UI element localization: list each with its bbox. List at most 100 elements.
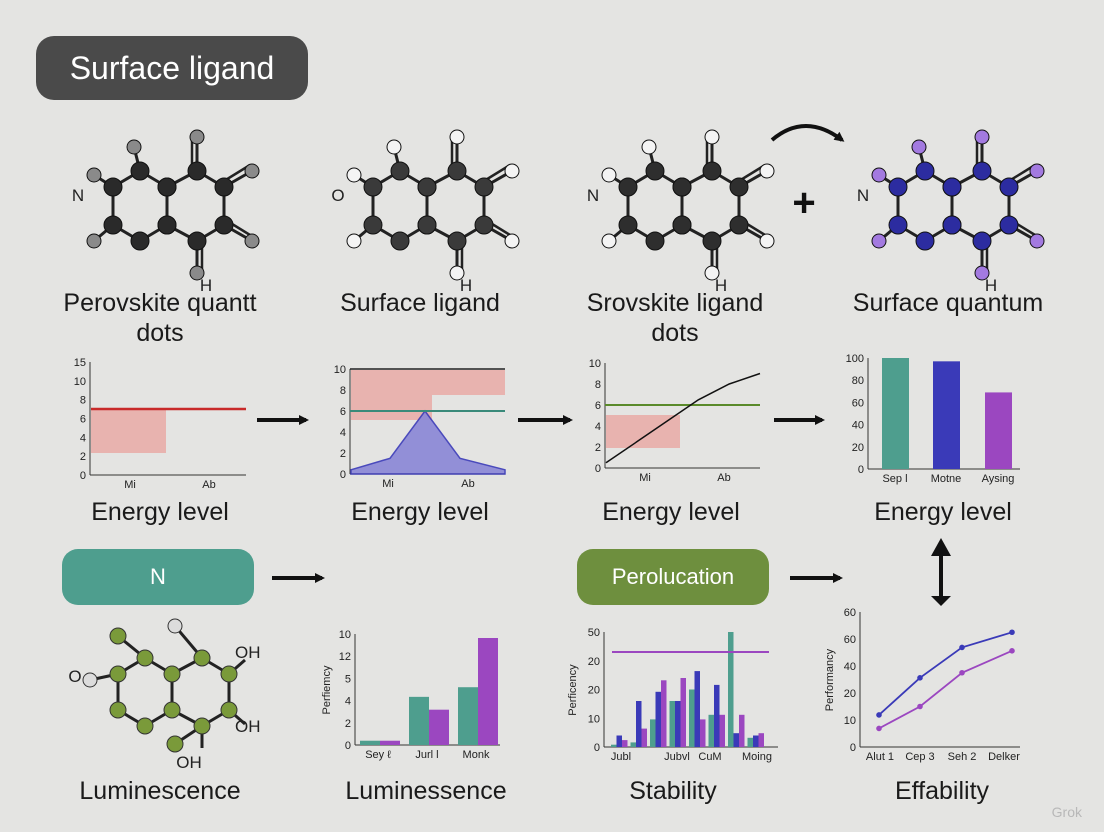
atom [447, 231, 467, 251]
y-tick-label: 6 [80, 414, 86, 426]
oh-label: OH [235, 717, 261, 736]
y-tick-label: 8 [595, 379, 601, 391]
y-tick-label: 10 [588, 713, 600, 725]
molecule: NH [587, 129, 775, 295]
bar [719, 714, 725, 747]
energy-caption-2: Energy level [351, 498, 489, 526]
bar [708, 714, 714, 747]
atom [1029, 233, 1045, 249]
series-curve [605, 372, 761, 464]
series-line [878, 649, 1013, 730]
data-point [1009, 648, 1015, 654]
atom [915, 231, 935, 251]
atom [157, 177, 177, 197]
atom [871, 167, 887, 183]
molecule-caption-1: Perovskite quantt dots [40, 288, 280, 348]
atom [187, 161, 207, 181]
atom [214, 177, 234, 197]
molecule-caption-3: Srovskite ligand dots [555, 288, 795, 348]
atom [363, 177, 383, 197]
atom [189, 129, 205, 145]
atom [386, 139, 402, 155]
curved-arrow-icon [770, 124, 845, 142]
bar [429, 709, 449, 745]
data-point [959, 644, 965, 651]
atom-bottom-label: H [200, 276, 212, 295]
y-tick-label: 2 [340, 448, 346, 460]
bar [728, 632, 734, 747]
atom [214, 215, 234, 235]
atom [447, 161, 467, 181]
x-tick-label: Sey ℓ [365, 749, 391, 761]
atom [390, 231, 410, 251]
data-point [917, 675, 923, 681]
atom [504, 163, 520, 179]
atom [645, 231, 665, 251]
atom [390, 161, 410, 181]
atom [618, 177, 638, 197]
atom [672, 215, 692, 235]
y-tick-label: 2 [595, 442, 601, 454]
atom [86, 233, 102, 249]
plus-sign: + [792, 181, 815, 225]
y-tick-label: 40 [844, 661, 856, 673]
atom [759, 163, 775, 179]
atom [474, 177, 494, 197]
y-tick-label: 5 [345, 673, 351, 685]
atom [109, 665, 127, 683]
atom-side-label: O [331, 186, 344, 205]
x-tick-label: Delker [988, 751, 1020, 763]
atom-bottom-label: H [985, 276, 997, 295]
atom [972, 161, 992, 181]
y-tick-label: 20 [588, 685, 600, 697]
oh-label: OH [235, 643, 261, 662]
energy-caption-4: Energy level [874, 498, 1012, 526]
y-tick-label: 8 [340, 385, 346, 397]
y-tick-label: 0 [345, 740, 351, 752]
y-tick-label: 0 [595, 463, 601, 475]
atom [346, 167, 362, 183]
page-title: Surface ligand [36, 36, 308, 100]
atom [82, 672, 98, 688]
y-tick-label: 20 [852, 442, 864, 454]
atom [244, 163, 260, 179]
y-tick-label: 4 [340, 427, 346, 439]
bar [758, 733, 764, 747]
y-tick-label: 20 [588, 656, 600, 668]
atom [704, 129, 720, 145]
y-axis-label: Performancy [824, 648, 836, 711]
bar [611, 744, 617, 747]
series-line [878, 631, 1013, 716]
atom [220, 665, 238, 683]
molecule: OH [331, 129, 520, 295]
bar [360, 740, 380, 745]
y-tick-label: 100 [846, 353, 864, 365]
atom [103, 177, 123, 197]
bar [933, 361, 960, 469]
bar [700, 719, 706, 747]
bar [675, 701, 681, 747]
atom [1029, 163, 1045, 179]
atom-side-label: N [72, 186, 84, 205]
bar [655, 691, 661, 747]
atom [189, 265, 205, 281]
x-tick-label: Ab [717, 472, 730, 484]
y-tick-label: 8 [80, 395, 86, 407]
atom [163, 665, 181, 683]
atom [601, 233, 617, 249]
bar [694, 671, 700, 747]
x-tick-label: Ab [461, 478, 474, 490]
atom [163, 701, 181, 719]
atom [645, 161, 665, 181]
bar [380, 740, 400, 745]
atom-side-label: N [857, 186, 869, 205]
y-tick-label: 15 [74, 357, 86, 369]
data-point [1009, 629, 1015, 636]
atom [618, 215, 638, 235]
atom [871, 233, 887, 249]
